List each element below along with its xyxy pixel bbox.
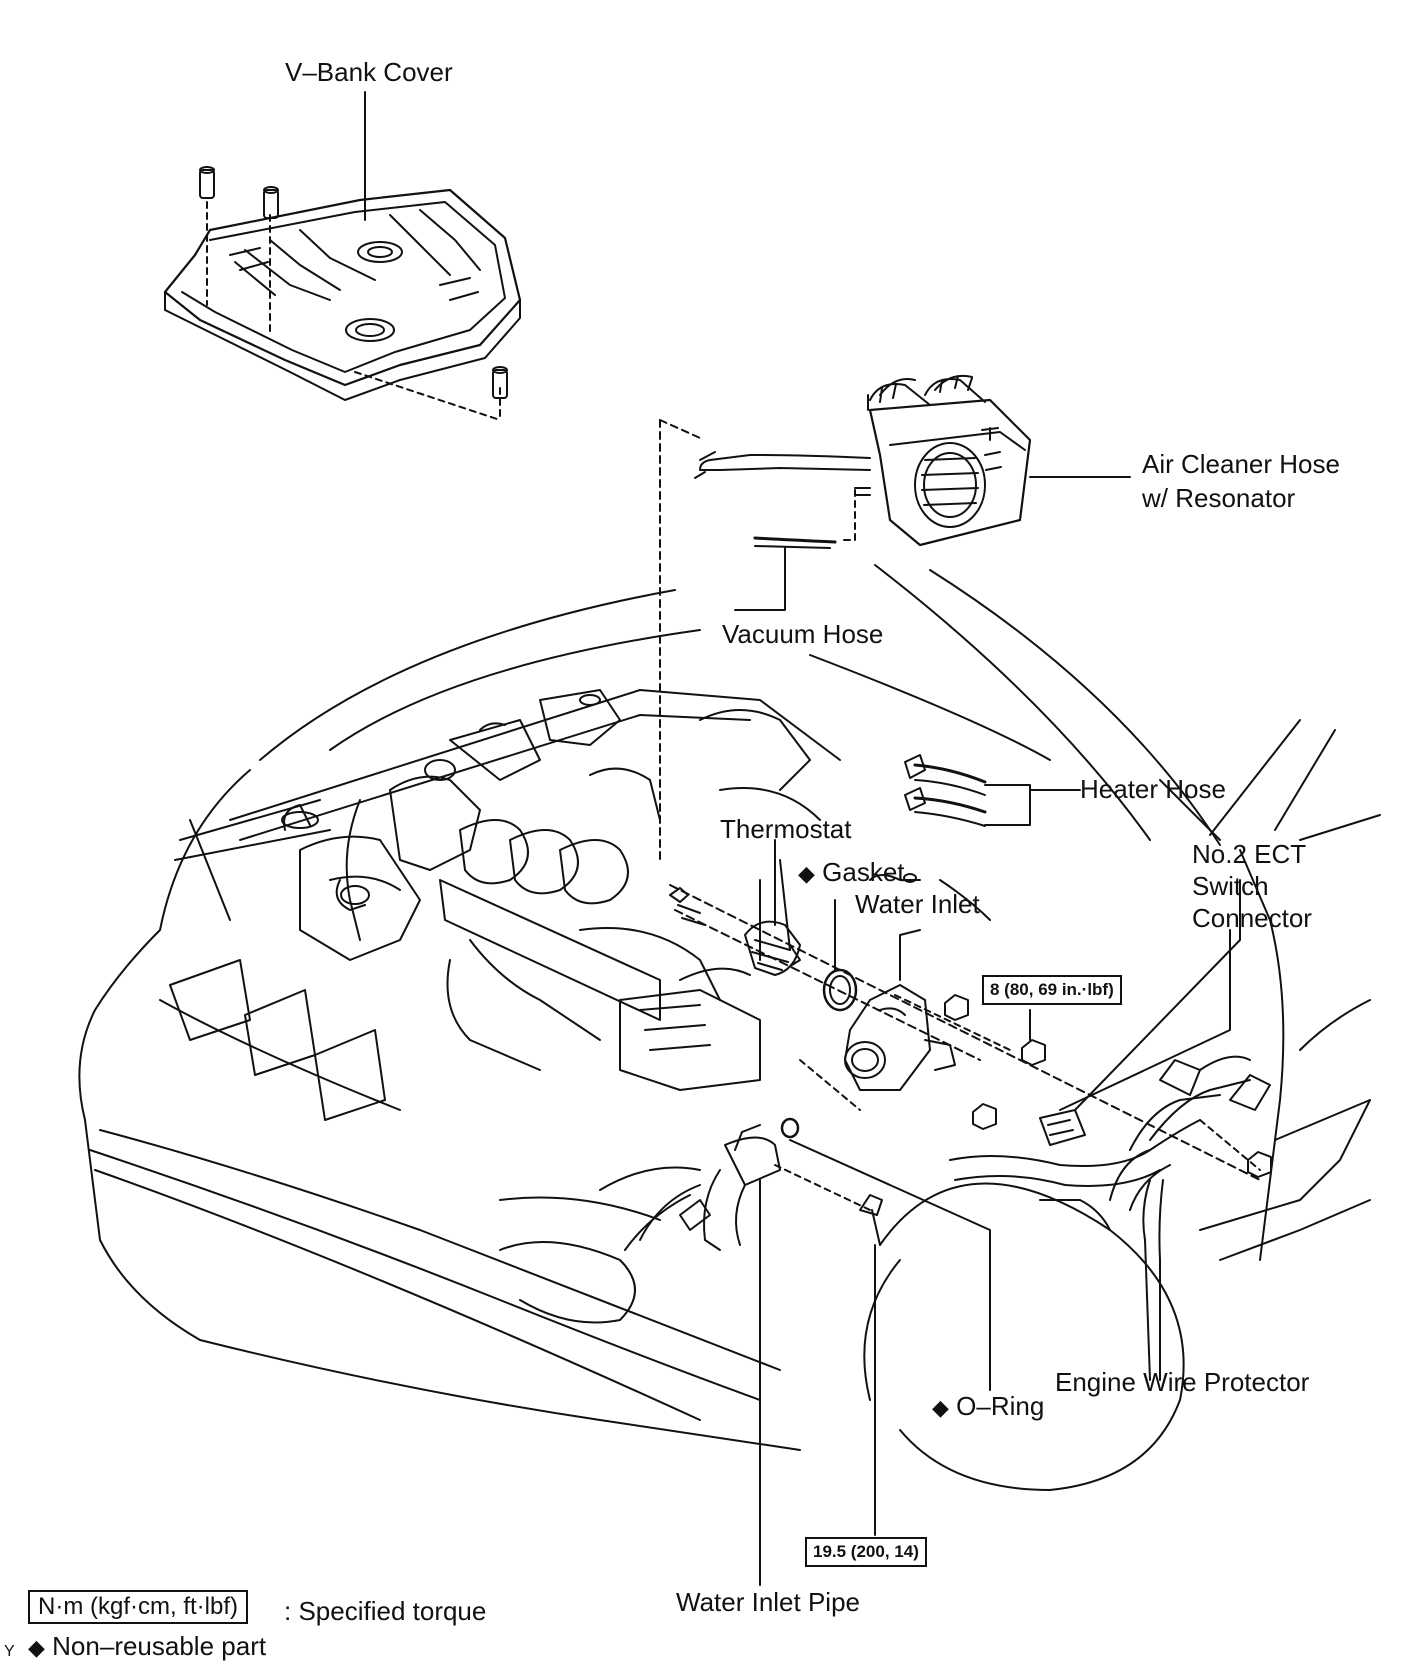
- non-reusable-icon: ◆: [798, 861, 815, 886]
- ect-connector-leader: [1059, 929, 1231, 1111]
- legend-non-reusable: ◆ Non–reusable part: [28, 1632, 266, 1662]
- car-body-outline: [78, 564, 1381, 1491]
- legend-corner-mark: Y: [4, 1643, 15, 1660]
- ect-connector-label-line3: Connector: [1192, 903, 1312, 933]
- engine-wire-protector-drawing: [949, 1055, 1371, 1381]
- ect-connector-label-line2: Switch: [1192, 871, 1269, 901]
- vacuum-hose-label: Vacuum Hose: [722, 619, 884, 649]
- legend-torque-text: : Specified torque: [284, 1596, 487, 1626]
- water-inlet-pipe-drawing: [624, 1117, 991, 1586]
- heater-hose-label: Heater Hose: [1080, 774, 1226, 804]
- air-cleaner-hose-label: Air Cleaner Hose: [1142, 449, 1340, 479]
- o-ring-label: ◆ O–Ring: [932, 1392, 1044, 1422]
- thermostat-label: Thermostat: [720, 814, 852, 844]
- non-reusable-icon: ◆: [932, 1395, 949, 1420]
- air-cleaner-hose-resonator-label: w/ Resonator: [1142, 483, 1296, 513]
- gasket-text: Gasket: [822, 857, 905, 887]
- heater-hose-leader: [1159, 779, 1221, 841]
- thermostat-assembly: [669, 839, 1261, 1181]
- v-bank-cover-drawing: [163, 91, 522, 421]
- gasket-label: ◆ Gasket: [798, 858, 905, 888]
- heater-hose-drawing: [904, 754, 1081, 827]
- vacuum-hose-drawing: [734, 536, 837, 611]
- air-cleaner-hose-drawing: [694, 374, 1131, 547]
- torque-water-inlet-nut: 8 (80, 69 in.·lbf): [982, 975, 1122, 1005]
- engine-bay: [229, 689, 991, 1091]
- non-reusable-icon: ◆: [28, 1635, 45, 1660]
- legend-torque-unit: N·m (kgf·cm, ft·lbf): [28, 1590, 248, 1624]
- water-inlet-label: Water Inlet: [855, 889, 980, 919]
- ect-connector-label-line1: No.2 ECT: [1192, 839, 1307, 869]
- v-bank-cover-label: V–Bank Cover: [285, 57, 453, 87]
- legend-non-reusable-text: Non–reusable part: [52, 1631, 267, 1661]
- torque-water-inlet-pipe-bolt: 19.5 (200, 14): [805, 1537, 927, 1567]
- o-ring-text: O–Ring: [956, 1391, 1045, 1421]
- water-inlet-pipe-label: Water Inlet Pipe: [676, 1587, 861, 1617]
- engine-wire-protector-label: Engine Wire Protector: [1055, 1367, 1310, 1397]
